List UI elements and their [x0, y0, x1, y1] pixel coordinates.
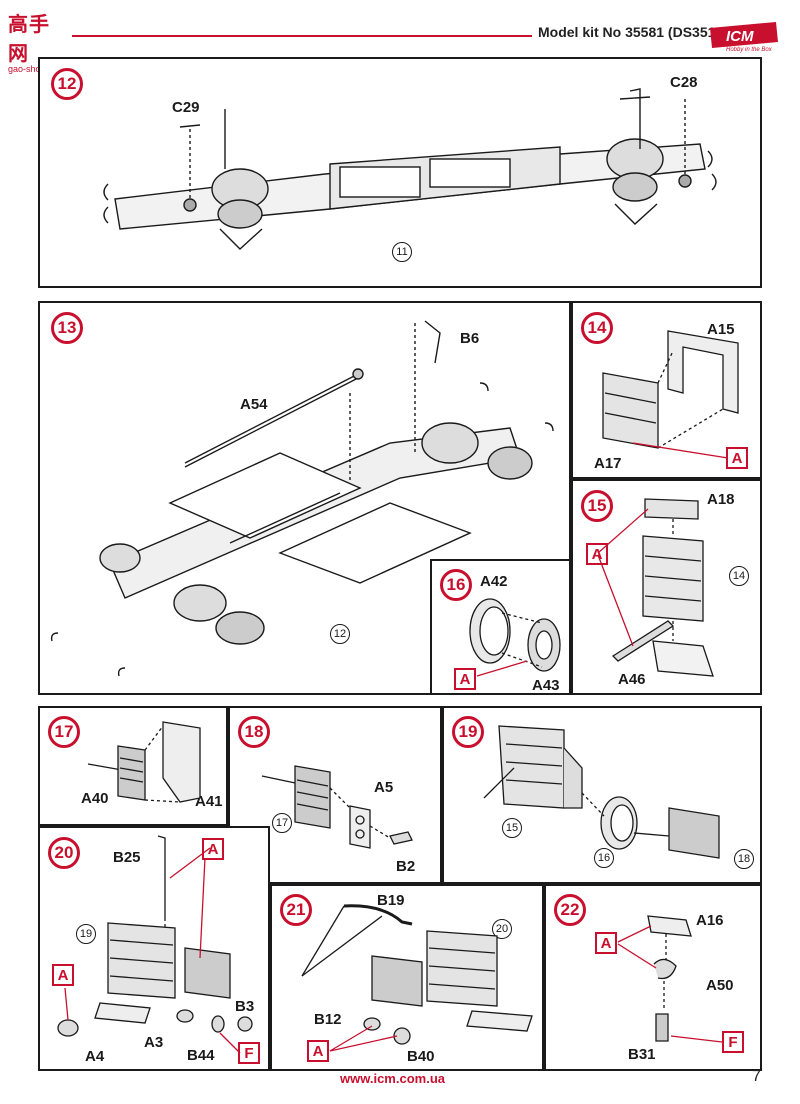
- part-label-a54: A54: [240, 396, 268, 413]
- glue-marker-a: A: [454, 668, 476, 690]
- glue-marker-a: A: [595, 932, 617, 954]
- ref-step-18: 18: [734, 849, 754, 869]
- step-21-number: 21: [280, 894, 312, 926]
- step-18-panel: 18 A5 B2 17: [228, 706, 442, 884]
- header-rule: [72, 35, 532, 37]
- part-label-c28: C28: [670, 74, 698, 91]
- step-13-number: 13: [51, 312, 83, 344]
- ref-step-11: 11: [392, 242, 412, 262]
- engine-block-accessories-illustration: [261, 765, 413, 849]
- part-label-a46: A46: [618, 671, 646, 688]
- part-label-b31: B31: [628, 1046, 656, 1063]
- part-label-a40: A40: [81, 790, 109, 807]
- part-label-b3: B3: [235, 998, 255, 1015]
- step-21-panel: 21 B19 B12 B40 20 A: [270, 884, 544, 1071]
- radiator-assembly-illustration: [597, 498, 714, 677]
- glue-marker-f: F: [722, 1031, 744, 1053]
- ref-step-20: 20: [492, 919, 512, 939]
- ref-step-16: 16: [594, 848, 614, 868]
- engine-radiator-assembly-illustration: [483, 725, 720, 859]
- part-label-a16: A16: [696, 912, 724, 929]
- part-label-b19: B19: [377, 892, 405, 909]
- footer-url[interactable]: www.icm.com.ua: [340, 1071, 445, 1086]
- glue-marker-a-top: A: [202, 838, 224, 860]
- part-label-a5: A5: [374, 779, 394, 796]
- step-22-number: 22: [554, 894, 586, 926]
- part-label-b44: B44: [187, 1047, 215, 1064]
- step-16-panel: 16 A42 A43 A: [430, 559, 571, 695]
- part-label-a4: A4: [85, 1048, 105, 1065]
- flywheel-housing-illustration: [469, 598, 561, 677]
- step-16-number: 16: [440, 569, 472, 601]
- glue-marker-a: A: [726, 447, 748, 469]
- part-label-c29: C29: [172, 99, 200, 116]
- ref-step-15: 15: [502, 818, 522, 838]
- radiator-shroud-illustration: [602, 330, 739, 459]
- step-15-panel: 15 A18 A46 14 A: [571, 479, 762, 695]
- part-label-a43: A43: [532, 677, 560, 694]
- ref-step-12: 12: [330, 624, 350, 644]
- step-17-number: 17: [48, 716, 80, 748]
- ref-step-14: 14: [729, 566, 749, 586]
- page-number: 7: [752, 1068, 761, 1085]
- step-19-panel: 19 15 16 18: [442, 706, 762, 884]
- glue-marker-a: A: [307, 1040, 329, 1062]
- intake-pipe-illustration: [617, 915, 723, 1043]
- part-label-a50: A50: [706, 977, 734, 994]
- ref-step-19: 19: [76, 924, 96, 944]
- engine-mounts-illustration: [57, 835, 253, 1054]
- part-label-a18: A18: [707, 491, 735, 508]
- ref-step-17: 17: [272, 813, 292, 833]
- part-label-b25: B25: [113, 849, 141, 866]
- part-label-b6: B6: [460, 330, 480, 347]
- icm-logo: ICM Hobby in the Box: [706, 20, 782, 53]
- part-label-a15: A15: [707, 321, 735, 338]
- part-label-a42: A42: [480, 573, 508, 590]
- part-label-b40: B40: [407, 1048, 435, 1065]
- step-18-number: 18: [238, 716, 270, 748]
- engine-block-half-illustration: [87, 721, 201, 803]
- part-label-b12: B12: [314, 1011, 342, 1028]
- step-15-number: 15: [581, 490, 613, 522]
- engine-pipes-illustration: [301, 904, 533, 1052]
- chassis-assembly-illustration: [50, 320, 554, 677]
- step-20-panel: 20 B25 B3 A4 A3 B44 19 A A F: [38, 826, 270, 1071]
- chassis-illustration: [103, 88, 717, 250]
- part-label-b2: B2: [396, 858, 416, 875]
- glue-marker-f: F: [238, 1042, 260, 1064]
- brand-tagline: Hobby in the Box: [726, 47, 772, 53]
- glue-marker-a-left: A: [52, 964, 74, 986]
- step-14-number: 14: [581, 312, 613, 344]
- step-14-panel: 14 A15 A17 A: [571, 301, 762, 479]
- part-label-a3: A3: [144, 1034, 164, 1051]
- watermark-url: gao-shou.com: [8, 64, 66, 74]
- step-22-panel: 22 A16 A50 B31 A F: [544, 884, 762, 1071]
- brand-text: ICM: [726, 28, 754, 45]
- step-19-number: 19: [452, 716, 484, 748]
- step-12-panel: 12 C29 C28 11: [38, 57, 762, 288]
- step-12-number: 12: [51, 68, 83, 100]
- step-17-panel: 17 A40 A41: [38, 706, 228, 826]
- part-label-a41: A41: [195, 793, 223, 810]
- part-label-a17: A17: [594, 455, 622, 472]
- model-kit-number: Model kit No 35581 (DS3513): [538, 24, 728, 40]
- step-20-number: 20: [48, 837, 80, 869]
- watermark-logo: 高手网 gao-shou.com: [8, 8, 68, 74]
- watermark-text: 高手网: [8, 14, 50, 65]
